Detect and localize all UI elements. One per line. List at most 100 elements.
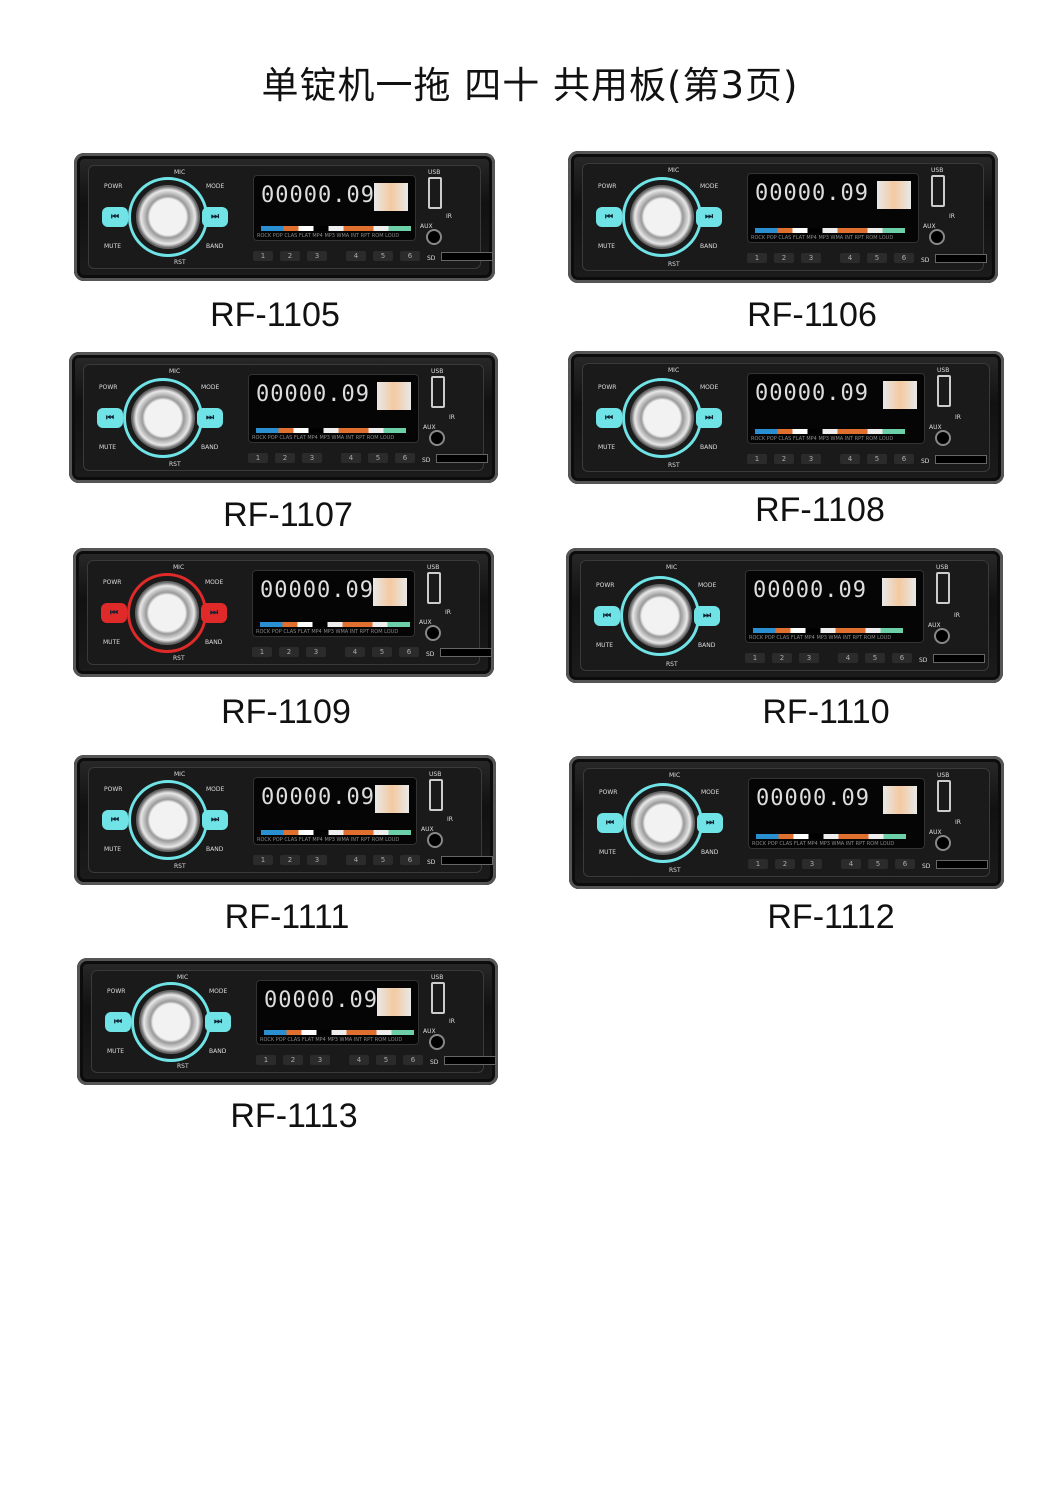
- preset-button-1[interactable]: 1: [745, 653, 765, 663]
- sd-card-slot[interactable]: [935, 254, 987, 263]
- preset-button-5[interactable]: 5: [373, 855, 393, 865]
- preset-button-1[interactable]: 1: [747, 454, 767, 464]
- sd-card-slot[interactable]: [441, 252, 493, 261]
- volume-knob[interactable]: [630, 185, 694, 249]
- preset-button-6[interactable]: 6: [400, 251, 420, 261]
- volume-knob[interactable]: [630, 385, 694, 450]
- aux-jack[interactable]: [429, 429, 445, 446]
- volume-knob[interactable]: [131, 385, 195, 450]
- preset-button-1[interactable]: 1: [256, 1055, 276, 1065]
- prev-button[interactable]: ⏮: [102, 810, 128, 830]
- preset-button-3[interactable]: 3: [302, 453, 322, 463]
- preset-button-2[interactable]: 2: [774, 454, 794, 464]
- preset-button-5[interactable]: 5: [867, 253, 887, 263]
- usb-port[interactable]: [429, 779, 443, 811]
- volume-knob[interactable]: [136, 185, 200, 249]
- preset-button-5[interactable]: 5: [868, 859, 888, 869]
- sd-card-slot[interactable]: [441, 856, 493, 865]
- preset-button-5[interactable]: 5: [376, 1055, 396, 1065]
- preset-button-5[interactable]: 5: [372, 647, 392, 657]
- preset-button-3[interactable]: 3: [801, 253, 821, 263]
- preset-button-5[interactable]: 5: [368, 453, 388, 463]
- aux-jack[interactable]: [425, 624, 441, 641]
- preset-button-2[interactable]: 2: [775, 859, 795, 869]
- next-button[interactable]: ⏭: [205, 1011, 231, 1032]
- sd-card-slot[interactable]: [933, 654, 985, 663]
- prev-button[interactable]: ⏮: [102, 207, 128, 227]
- sd-card-slot[interactable]: [436, 454, 488, 463]
- preset-button-3[interactable]: 3: [799, 653, 819, 663]
- next-button[interactable]: ⏭: [202, 207, 228, 227]
- volume-knob[interactable]: [628, 583, 692, 648]
- preset-button-4[interactable]: 4: [349, 1055, 369, 1065]
- volume-knob[interactable]: [631, 790, 695, 855]
- preset-button-4[interactable]: 4: [345, 647, 365, 657]
- sd-card-slot[interactable]: [936, 860, 988, 869]
- next-button[interactable]: ⏭: [694, 605, 720, 626]
- next-button[interactable]: ⏭: [696, 407, 722, 428]
- prev-button[interactable]: ⏮: [597, 812, 623, 833]
- preset-button-1[interactable]: 1: [748, 859, 768, 869]
- preset-button-4[interactable]: 4: [346, 855, 366, 865]
- preset-button-6[interactable]: 6: [894, 253, 914, 263]
- preset-button-6[interactable]: 6: [395, 453, 415, 463]
- preset-button-6[interactable]: 6: [895, 859, 915, 869]
- preset-button-2[interactable]: 2: [279, 647, 299, 657]
- prev-button[interactable]: ⏮: [101, 602, 127, 623]
- next-button[interactable]: ⏭: [696, 207, 722, 227]
- preset-button-6[interactable]: 6: [400, 855, 420, 865]
- aux-jack[interactable]: [427, 832, 443, 848]
- preset-button-6[interactable]: 6: [403, 1055, 423, 1065]
- aux-jack[interactable]: [429, 1033, 445, 1050]
- preset-button-2[interactable]: 2: [275, 453, 295, 463]
- preset-button-3[interactable]: 3: [306, 647, 326, 657]
- sd-card-slot[interactable]: [440, 648, 492, 657]
- preset-button-4[interactable]: 4: [346, 251, 366, 261]
- preset-button-2[interactable]: 2: [772, 653, 792, 663]
- preset-button-3[interactable]: 3: [801, 454, 821, 464]
- preset-button-2[interactable]: 2: [774, 253, 794, 263]
- next-button[interactable]: ⏭: [202, 810, 228, 830]
- preset-button-2[interactable]: 2: [280, 855, 300, 865]
- preset-button-5[interactable]: 5: [865, 653, 885, 663]
- preset-button-4[interactable]: 4: [841, 859, 861, 869]
- preset-button-2[interactable]: 2: [283, 1055, 303, 1065]
- preset-button-1[interactable]: 1: [747, 253, 767, 263]
- preset-button-6[interactable]: 6: [399, 647, 419, 657]
- volume-knob[interactable]: [139, 989, 203, 1054]
- next-button[interactable]: ⏭: [697, 812, 723, 833]
- aux-jack[interactable]: [929, 229, 945, 245]
- usb-port[interactable]: [427, 572, 441, 604]
- aux-jack[interactable]: [426, 229, 442, 245]
- volume-knob[interactable]: [135, 580, 199, 645]
- next-button[interactable]: ⏭: [201, 602, 227, 623]
- usb-port[interactable]: [936, 572, 950, 604]
- preset-button-5[interactable]: 5: [867, 454, 887, 464]
- preset-button-1[interactable]: 1: [252, 647, 272, 657]
- preset-button-6[interactable]: 6: [892, 653, 912, 663]
- preset-button-1[interactable]: 1: [253, 251, 273, 261]
- usb-port[interactable]: [937, 375, 951, 407]
- prev-button[interactable]: ⏮: [596, 407, 622, 428]
- preset-button-2[interactable]: 2: [280, 251, 300, 261]
- preset-button-3[interactable]: 3: [307, 251, 327, 261]
- preset-button-5[interactable]: 5: [373, 251, 393, 261]
- usb-port[interactable]: [937, 780, 951, 812]
- preset-button-4[interactable]: 4: [840, 454, 860, 464]
- usb-port[interactable]: [931, 175, 945, 207]
- preset-button-3[interactable]: 3: [802, 859, 822, 869]
- preset-button-6[interactable]: 6: [894, 454, 914, 464]
- preset-button-1[interactable]: 1: [253, 855, 273, 865]
- preset-button-3[interactable]: 3: [310, 1055, 330, 1065]
- preset-button-1[interactable]: 1: [248, 453, 268, 463]
- sd-card-slot[interactable]: [935, 455, 987, 464]
- prev-button[interactable]: ⏮: [105, 1011, 131, 1032]
- next-button[interactable]: ⏭: [197, 407, 223, 428]
- aux-jack[interactable]: [934, 627, 950, 644]
- prev-button[interactable]: ⏮: [97, 407, 123, 428]
- preset-button-4[interactable]: 4: [341, 453, 361, 463]
- prev-button[interactable]: ⏮: [596, 207, 622, 227]
- preset-button-3[interactable]: 3: [307, 855, 327, 865]
- preset-button-4[interactable]: 4: [838, 653, 858, 663]
- usb-port[interactable]: [428, 177, 442, 209]
